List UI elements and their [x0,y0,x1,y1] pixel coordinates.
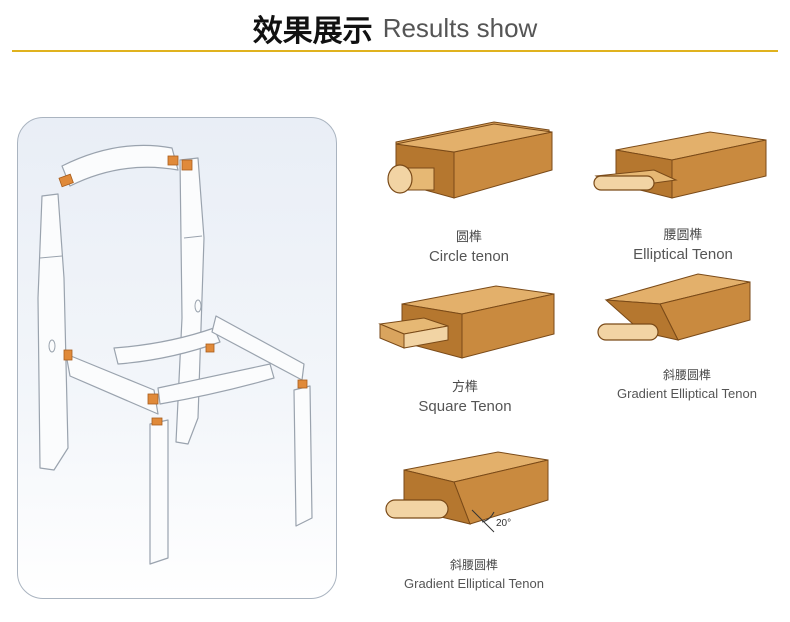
tenon-square-illustration [378,282,558,364]
tenon-caption-1: 圆榫 Circle tenon [384,226,554,265]
square-tenon-icon [378,285,555,359]
tenon-name-cn: 斜腰圆榫 [449,558,498,572]
tenon-caption-5: 斜腰圆榫 Gradient Elliptical Tenon [388,556,560,591]
header: 效果展示 Results show [0,0,790,52]
page-title: 效果展示 Results show [0,6,790,50]
elliptical-tenon-icon [593,131,767,199]
tenon-name-cn: 腰圆榫 [663,228,703,243]
tenon-name-cn: 方榫 [451,380,478,395]
tenon-gradient-elliptical-20-illustration: 20° [382,448,552,540]
tenon-caption-4: 斜腰圆榫 Gradient Elliptical Tenon [606,366,768,401]
tenon-caption-3: 方榫 Square Tenon [380,376,550,415]
chair-panel [17,117,337,599]
tenon-circle-illustration [384,112,554,204]
circle-tenon-icon [387,121,553,199]
tenon-gradient-elliptical-illustration [596,270,756,352]
tenon-name-cn: 圆榫 [455,230,482,245]
tenon-name-cn: 斜腰圆榫 [662,368,711,382]
gradient-elliptical-tenon-20-icon: 20° [385,451,549,533]
title-divider [12,50,778,52]
tenon-name-en: Circle tenon [428,248,510,265]
tenon-elliptical-illustration [590,126,770,206]
tenon-name-en: Elliptical Tenon [633,246,733,263]
tenon-name-en: Gradient Elliptical Tenon [404,576,544,591]
tenon-name-en: Square Tenon [418,398,512,415]
page-title-en: Results show [382,12,538,43]
chair-exploded-diagram-icon [37,144,313,565]
tenon-caption-2: 腰圆榫 Elliptical Tenon [598,224,768,263]
gradient-elliptical-tenon-icon [597,273,751,341]
page-title-cn: 效果展示 [252,14,373,49]
angle-label: 20° [496,518,511,529]
tenon-name-en: Gradient Elliptical Tenon [617,386,757,401]
